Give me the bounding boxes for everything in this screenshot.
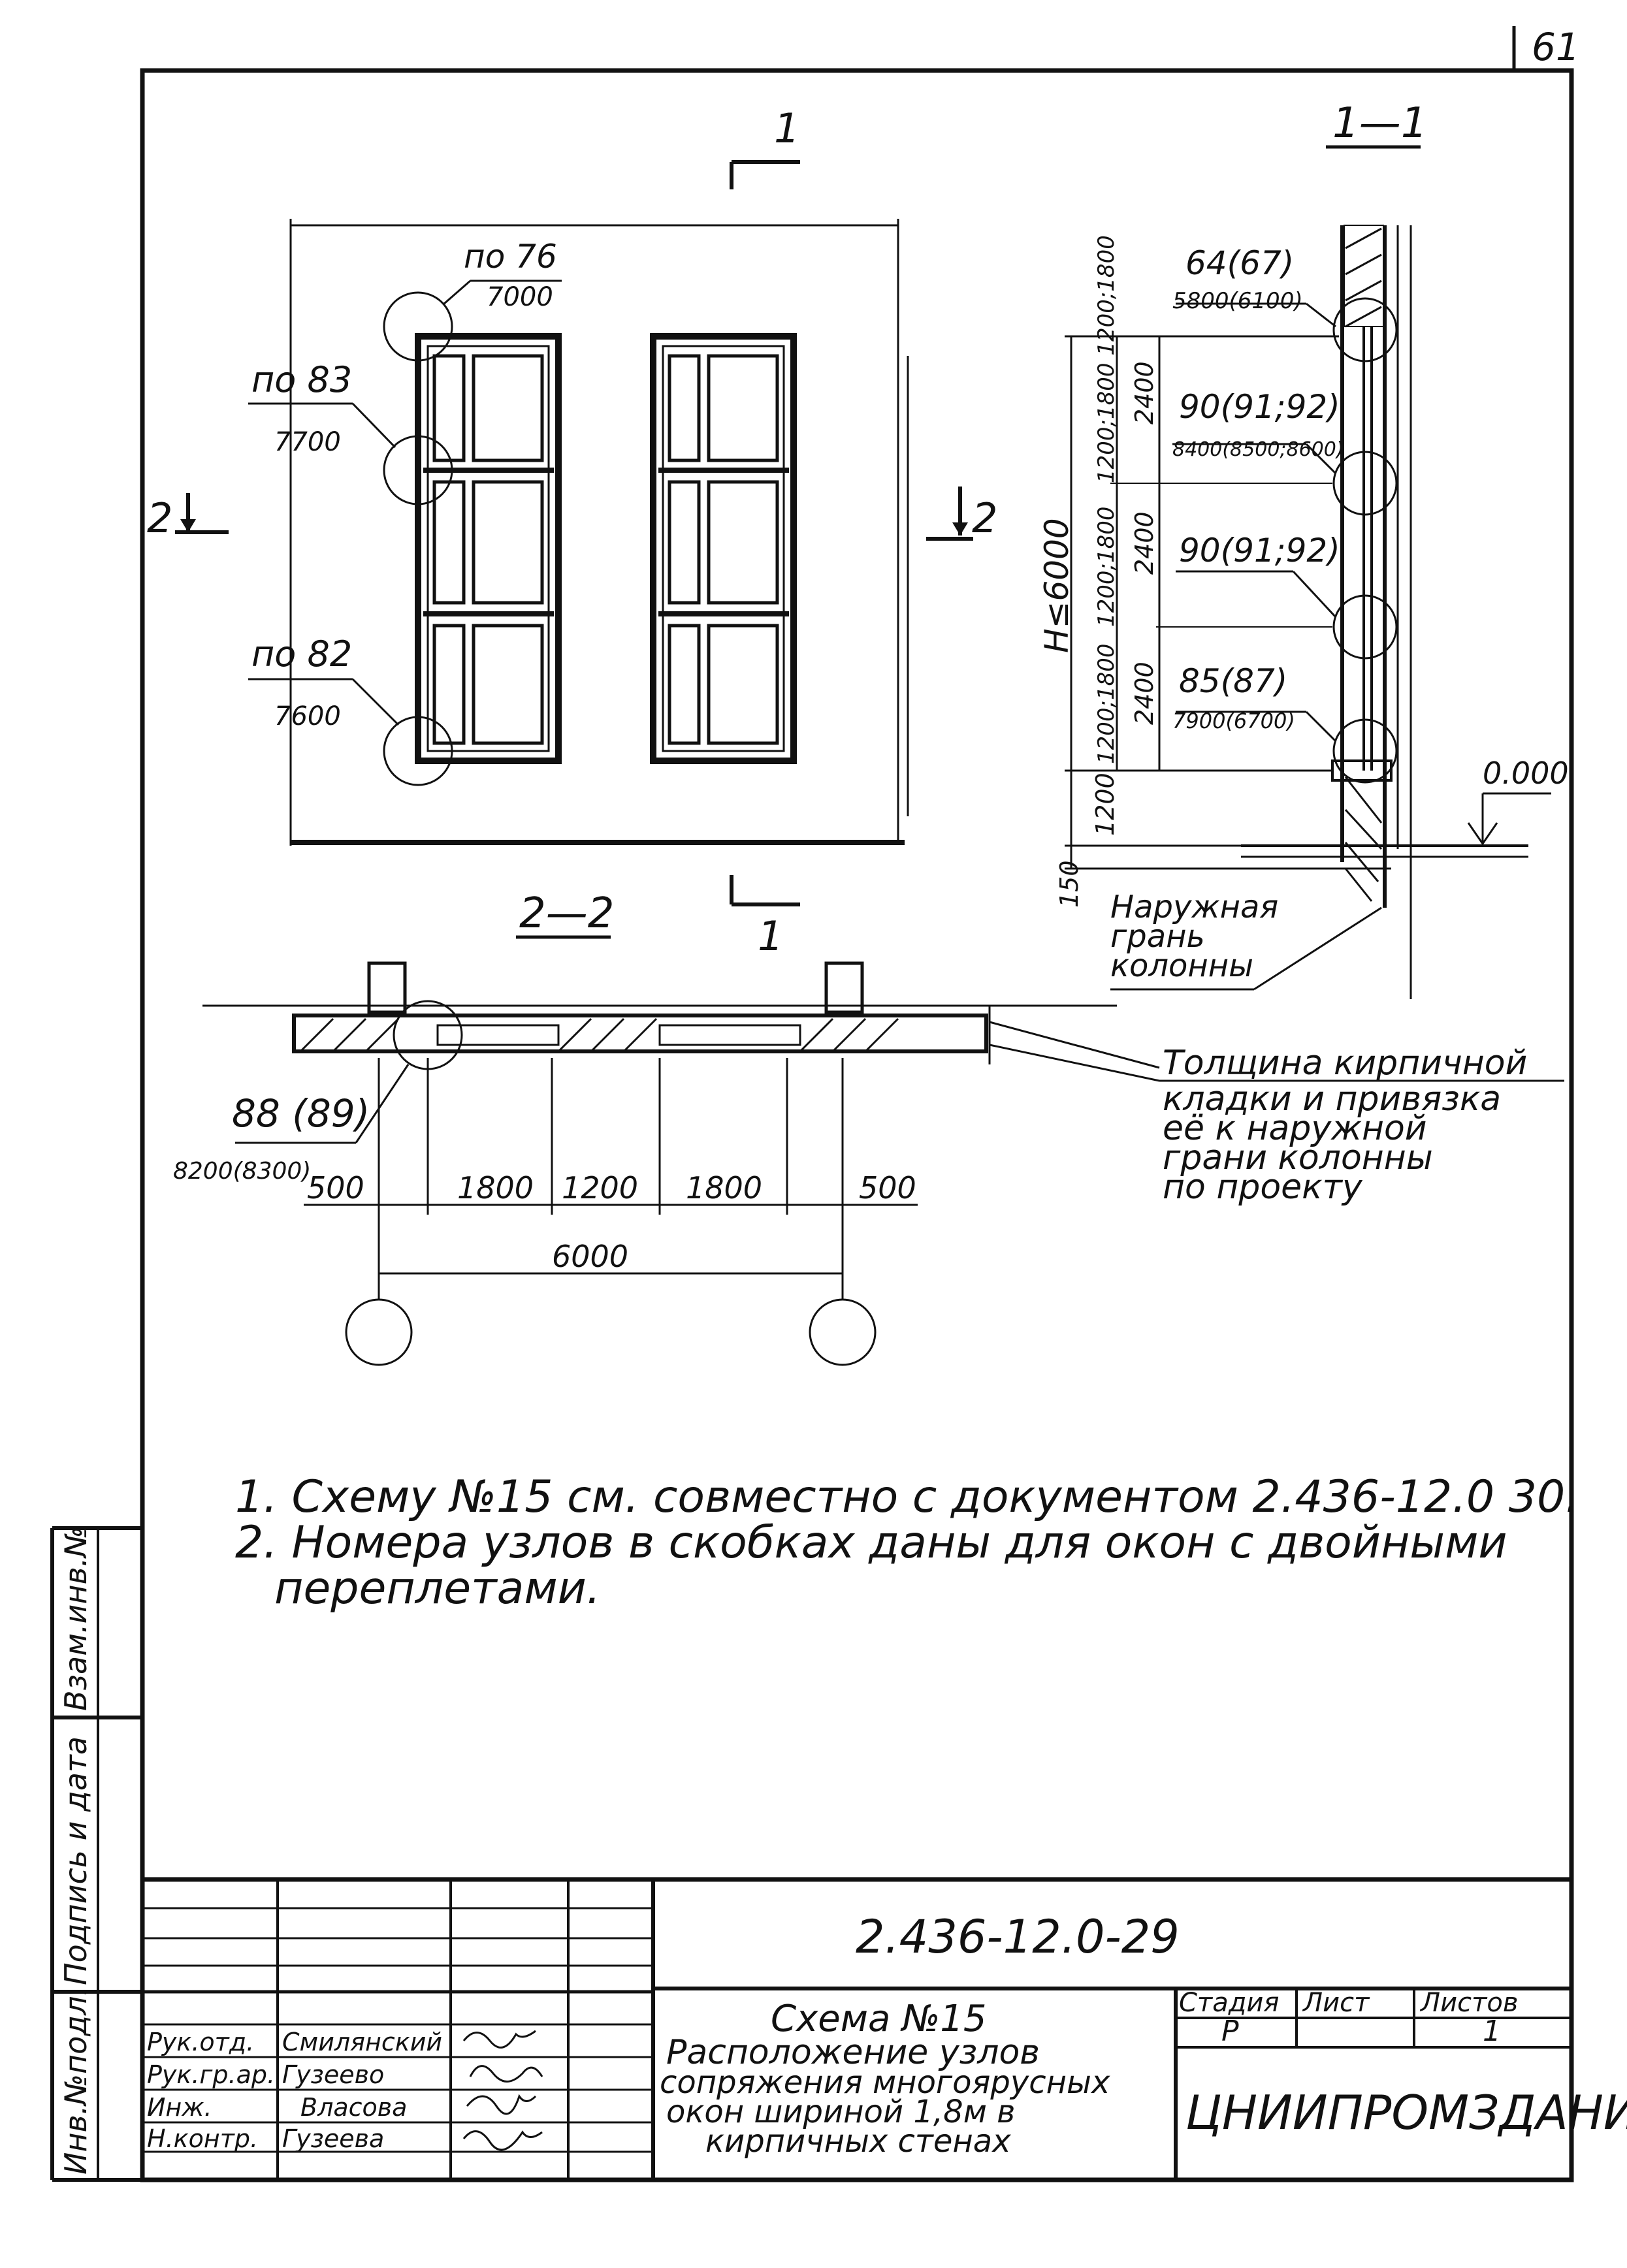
section-1-mark-top: 1 — [774, 104, 799, 152]
title-line-1: Схема №15 — [771, 1998, 987, 2040]
masonry-note-line-2: кладки и привязка — [1163, 1079, 1501, 1119]
signature-2 — [469, 2065, 543, 2083]
column-note-line-3: колонны — [1110, 948, 1253, 984]
facade-elevation: 1 1 2 2 — [147, 104, 997, 960]
title-line-5: кирпичных стенах — [705, 2123, 1011, 2160]
dim-tier2-b: 2400 — [1130, 511, 1159, 575]
node-90-code: 8400(8500;8600) — [1172, 438, 1344, 461]
organization: ЦНИИПРОМЗДАНИЙ — [1185, 2085, 1627, 2140]
masonry-note-line-3: её к наружной — [1163, 1109, 1427, 1148]
section-1-1-title: 1—1 — [1332, 99, 1427, 148]
note-2-continued: переплетами. — [274, 1563, 600, 1614]
title-line-3: сопряжения многоярусных — [660, 2064, 1110, 2101]
section-2-mark-right: 2 — [972, 494, 997, 542]
staff-role-4: Н.контр. — [147, 2124, 258, 2153]
stamp-inv-podl: Инв.№подл. — [58, 1987, 93, 2175]
dim-tier1-b: 2400 — [1130, 361, 1159, 424]
dim-tier2: 1200;1800 — [1093, 506, 1120, 627]
dim-1800-left: 1800 — [457, 1170, 534, 1206]
sheet-header: Лист — [1302, 1988, 1370, 2018]
node-90b-label: 90(91;92) — [1179, 532, 1340, 569]
node-88-label: 88 (89) — [232, 1091, 370, 1136]
section-1-1-drawing — [1065, 225, 1551, 999]
signature-3 — [466, 2094, 537, 2115]
dim-500-left: 500 — [307, 1170, 364, 1206]
node-64-label: 64(67) — [1185, 244, 1294, 282]
sheets-header: Листов — [1419, 1988, 1518, 2018]
section-2-2-plan — [202, 961, 1564, 1366]
dim-tier3-b: 2400 — [1130, 662, 1159, 725]
node-85-label: 85(87) — [1179, 662, 1287, 700]
side-stamp — [50, 1526, 142, 2182]
stage-value: Р — [1221, 2015, 1239, 2048]
staff-name-1: Смилянский — [282, 2028, 442, 2056]
level-mark: 0.000 — [1483, 756, 1569, 791]
dim-1200: 1200 — [562, 1170, 638, 1206]
node-85-code: 7900(6700) — [1172, 709, 1295, 733]
column-note-line-2: грань — [1110, 918, 1205, 955]
note-1: 1. Схему №15 см. совместно с документом … — [235, 1471, 1579, 1523]
node-64-code: 5800(6100) — [1172, 288, 1303, 314]
callout-83-code: 7700 — [274, 427, 341, 457]
stamp-signature-date: Подпись и дата — [58, 1736, 93, 1985]
staff-role-1: Рук.отд. — [147, 2028, 254, 2056]
page-number: 61 — [1532, 25, 1580, 69]
masonry-note-line-4: грани колонны — [1163, 1138, 1433, 1177]
callout-76-label: по 76 — [464, 238, 557, 276]
section-2-2-title: 2—2 — [519, 889, 614, 938]
masonry-note-line-1: Толщина кирпичной — [1163, 1044, 1527, 1083]
node-88-code: 8200(8300) — [173, 1158, 311, 1185]
doc-code: 2.436-12.0-29 — [856, 1910, 1180, 1964]
dim-500-right: 500 — [859, 1170, 916, 1206]
title-line-2: Расположение узлов — [666, 2033, 1040, 2072]
dim-base: 1200 — [1091, 773, 1120, 836]
staff-name-4: Гузеева — [282, 2124, 384, 2153]
callout-83-label: по 83 — [251, 359, 352, 400]
note-2: 2. Номера узлов в скобках даны для окон … — [235, 1517, 1507, 1569]
callout-82-label: по 82 — [251, 633, 352, 675]
dim-6000: 6000 — [552, 1239, 628, 1274]
stamp-vzam-inv: Взам.инв.№ — [58, 1526, 93, 1711]
signature-1 — [462, 2030, 536, 2049]
section-2-mark-left: 2 — [147, 494, 172, 542]
dim-tier3: 1200;1800 — [1093, 643, 1120, 764]
column-note-line-1: Наружная — [1110, 889, 1278, 925]
signature-4 — [462, 2130, 543, 2151]
callout-82-code: 7600 — [274, 701, 341, 731]
drawing-frame — [140, 68, 1574, 2182]
section-1-mark-bottom: 1 — [758, 912, 783, 960]
node-90-label: 90(91;92) — [1179, 388, 1340, 426]
dim-tier1: 1200;1800 1200;1800 — [1093, 235, 1120, 483]
sheets-value: 1 — [1483, 2015, 1501, 2048]
stage-header: Стадия — [1179, 1988, 1279, 2018]
callout-76-code: 7000 — [487, 282, 553, 312]
title-line-4: окон шириной 1,8м в — [666, 2094, 1015, 2130]
dim-total-height: H≤6000 — [1038, 518, 1076, 653]
staff-name-2: Гузеево — [282, 2060, 384, 2089]
dim-bottom: 150 — [1055, 860, 1084, 908]
masonry-note-line-5: по проекту — [1163, 1168, 1363, 1207]
staff-role-2: Рук.гр.ар. — [147, 2060, 275, 2089]
title-block — [142, 1877, 1571, 2180]
staff-role-3: Инж. — [147, 2093, 212, 2122]
dim-1800-right: 1800 — [686, 1170, 762, 1206]
staff-name-3: Власова — [300, 2093, 407, 2122]
